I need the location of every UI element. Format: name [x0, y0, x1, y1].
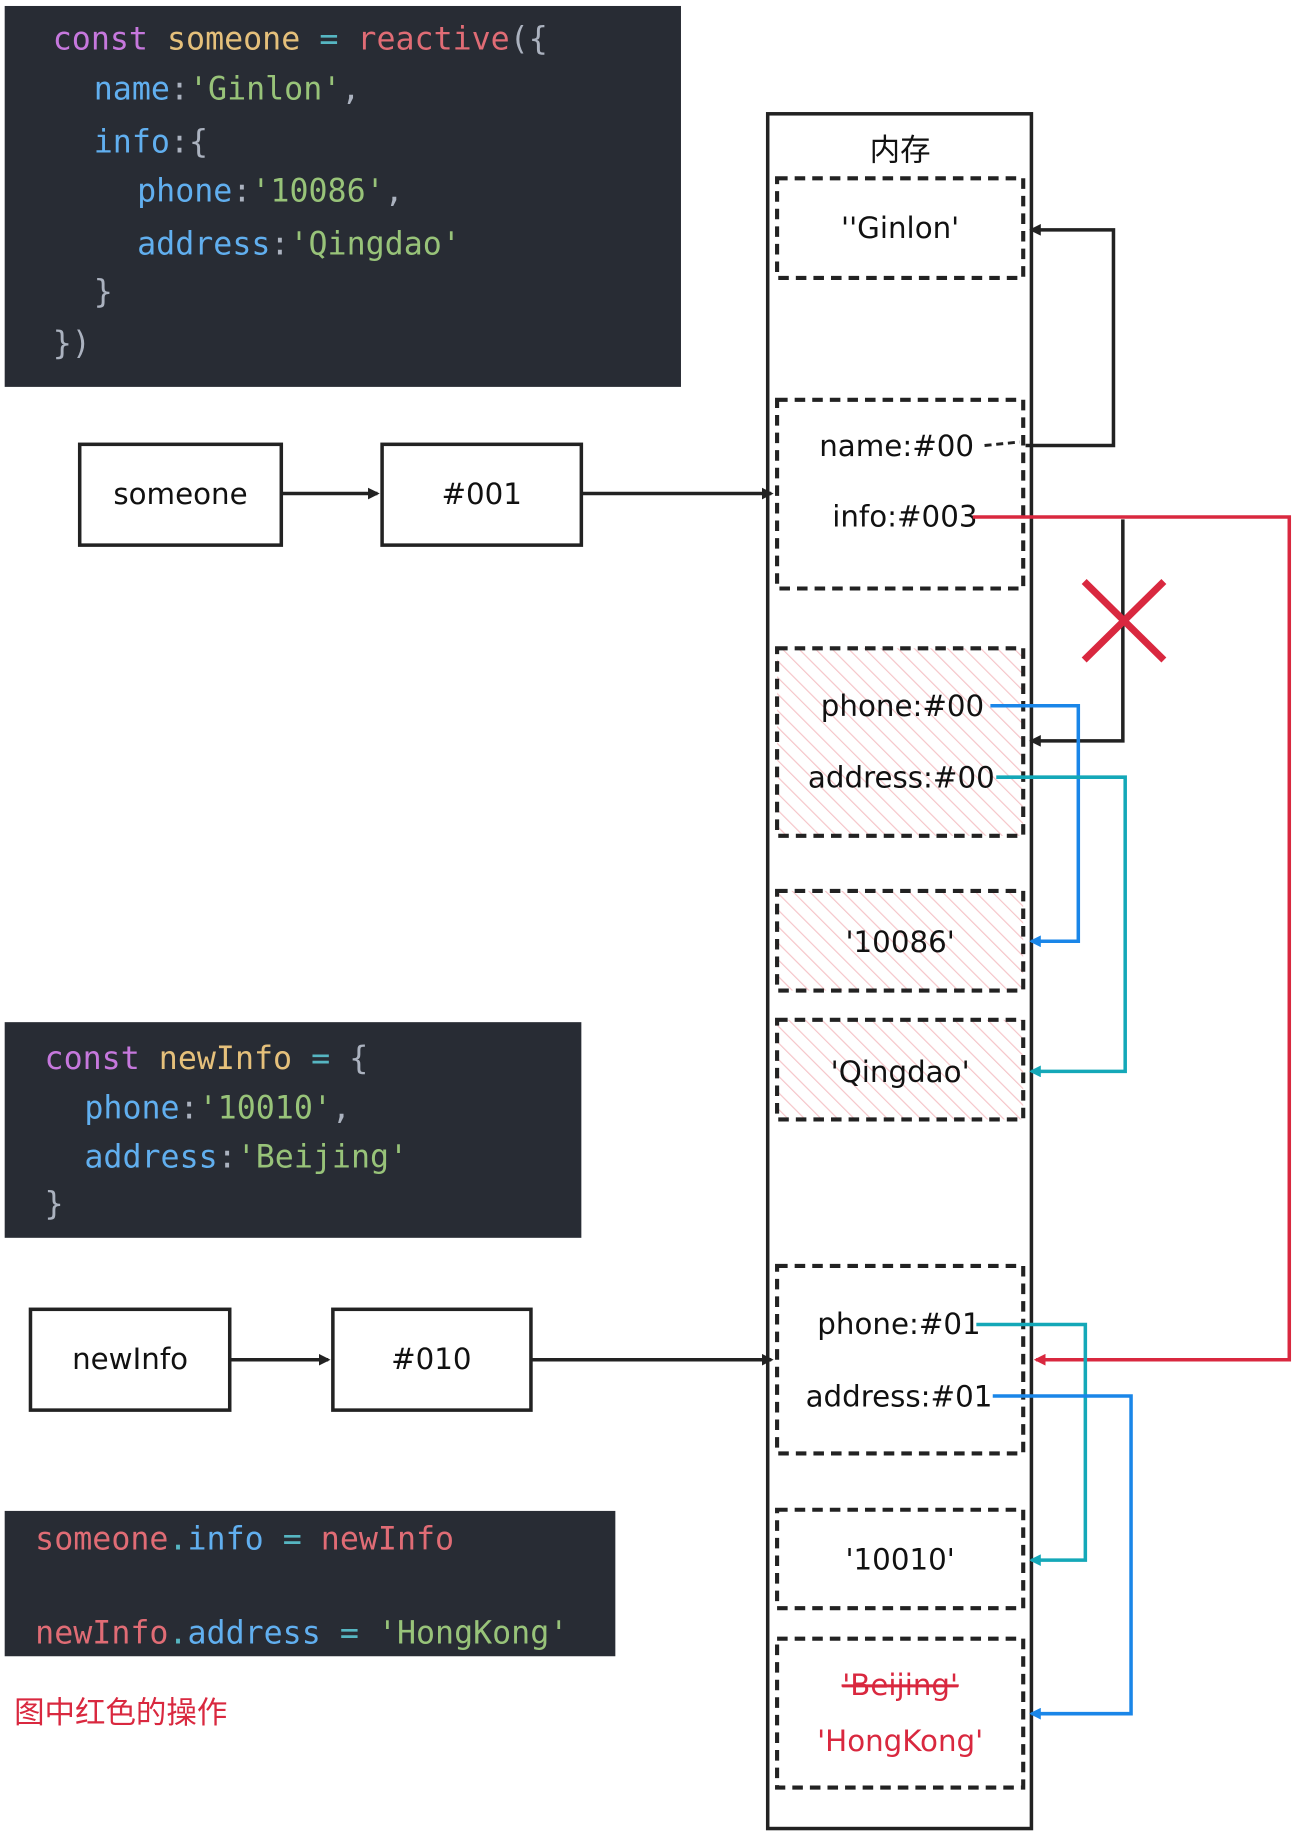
svg-text:newInfo: newInfo [72, 1342, 188, 1376]
svg-text:name:'Ginlon',: name:'Ginlon', [94, 72, 361, 108]
svg-text:}: } [94, 275, 113, 311]
cell-someone-object [775, 397, 1026, 591]
pointer-name-to-ginlon [1025, 223, 1116, 448]
svg-text:内存: 内存 [870, 134, 931, 169]
addr-001: #001 [380, 442, 584, 547]
svg-text:newInfo.address = 'HongKong': newInfo.address = 'HongKong' [35, 1615, 568, 1651]
svg-text:address:'Qingdao': address:'Qingdao' [137, 226, 461, 262]
cell-qingdao [775, 1017, 1026, 1122]
pointer-address-old [996, 775, 1127, 1078]
svg-text:phone:#01: phone:#01 [817, 1307, 980, 1341]
svg-text:address:'Beijing': address:'Beijing' [84, 1139, 408, 1175]
cross-icon [1081, 578, 1167, 663]
svg-text:''Ginlon': ''Ginlon' [841, 211, 959, 245]
pointer-phone-old [990, 703, 1081, 948]
svg-text:'Qingdao': 'Qingdao' [831, 1055, 970, 1089]
note-red-operations: 图中红色的操作 [14, 1696, 227, 1731]
pointer-info-new [972, 515, 1292, 1366]
var-newinfo: newInfo [28, 1307, 232, 1412]
svg-text:'10086': '10086' [845, 925, 954, 959]
new-hongkong: 'HongKong' [817, 1724, 983, 1758]
memory-column: 内存 ''Ginlon' name:#00 info:#003 phone:#0… [765, 112, 1034, 1831]
pointer-phone-new [976, 1322, 1088, 1566]
cell-old-info-object [775, 646, 1026, 838]
code-block-assignments: someone.info = newInfo newInfo.address =… [4, 1510, 616, 1657]
svg-text:}: } [45, 1186, 64, 1222]
svg-text:phone:'10086',: phone:'10086', [137, 174, 404, 210]
svg-text:}): }) [53, 326, 91, 362]
svg-text:const someone = reactive({: const someone = reactive({ [53, 21, 548, 57]
dashed-name-link [984, 440, 1020, 447]
svg-text:someone.info = newInfo: someone.info = newInfo [35, 1522, 454, 1558]
svg-text:name:#00: name:#00 [819, 429, 974, 463]
svg-text:const newInfo = {: const newInfo = { [45, 1041, 369, 1077]
addr-010: #010 [331, 1307, 533, 1412]
code-block-newinfo: const newInfo = { phone:'10010', address… [4, 1022, 582, 1238]
svg-text:address:#00: address:#00 [808, 761, 995, 795]
svg-text:phone:'10010',: phone:'10010', [84, 1090, 351, 1126]
cell-ginlon [775, 176, 1026, 280]
cell-newinfo-object [775, 1263, 1026, 1456]
svg-text:phone:#00: phone:#00 [821, 689, 984, 723]
svg-text:info:#003: info:#003 [832, 499, 977, 533]
code-block-reactive: const someone = reactive({ name:'Ginlon'… [4, 5, 681, 387]
cell-10010 [775, 1507, 1026, 1611]
svg-text:#001: #001 [441, 477, 521, 511]
svg-text:address:#01: address:#01 [806, 1380, 993, 1414]
svg-text:info:{: info:{ [94, 124, 208, 160]
pointer-address-new [992, 1394, 1133, 1720]
var-someone: someone [77, 442, 284, 547]
cell-10086 [775, 888, 1026, 993]
pointer-info-old [1029, 519, 1125, 747]
svg-text:#010: #010 [391, 1342, 471, 1376]
cell-address-value [775, 1636, 1026, 1790]
svg-text:'10010': '10010' [845, 1543, 954, 1577]
svg-text:someone: someone [113, 477, 247, 511]
